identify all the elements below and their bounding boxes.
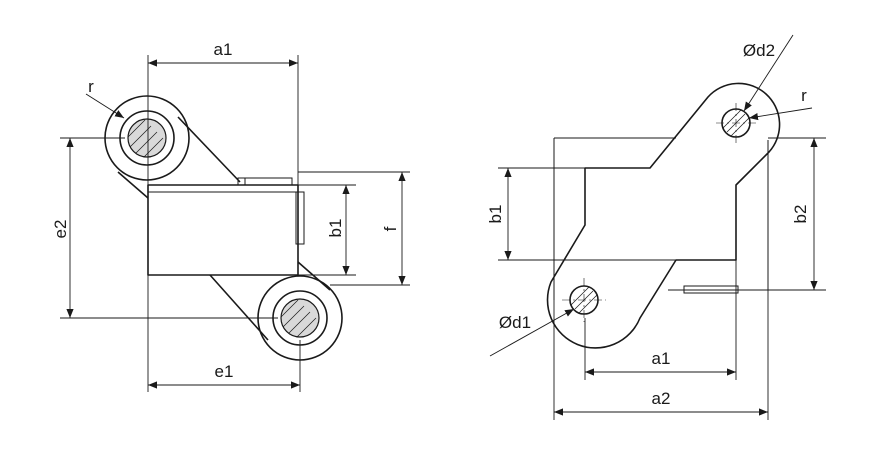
- dimension-e2: e2: [51, 138, 74, 318]
- lower-arm: [209, 261, 343, 361]
- dimension-r-right: r: [748, 86, 813, 121]
- right-view: Ød2 r b1 b2 Ød1 a1 a2: [486, 34, 826, 420]
- dimension-a1-left: a1: [148, 40, 298, 67]
- label-b1: b1: [326, 219, 345, 238]
- dimension-e1: e1: [148, 362, 300, 389]
- label-r: r: [88, 77, 94, 96]
- label-r-right: r: [801, 86, 807, 105]
- housing-block: [147, 177, 305, 276]
- hole-d1: [562, 278, 606, 322]
- link-plate: [546, 82, 781, 349]
- dimension-r-left: r: [85, 77, 125, 119]
- label-a1-right: a1: [652, 349, 671, 368]
- upper-arm: [104, 95, 241, 199]
- label-b1-right: b1: [486, 205, 505, 224]
- dimension-b1-right: b1: [486, 168, 512, 260]
- label-e1: e1: [215, 362, 234, 381]
- label-a2: a2: [652, 389, 671, 408]
- dimension-a2: a2: [554, 389, 768, 416]
- label-d1: Ød1: [499, 313, 531, 332]
- dimension-b2: b2: [791, 138, 818, 290]
- left-view: a1 r e2 b1 f e1: [51, 40, 410, 392]
- right-extension-lines: [498, 137, 826, 420]
- label-f: f: [381, 226, 400, 231]
- dimension-b1-left: b1: [326, 185, 350, 275]
- dimension-f: f: [381, 172, 406, 285]
- label-b2: b2: [791, 205, 810, 224]
- base-bracket: [553, 137, 769, 300]
- left-extension-lines: [60, 55, 410, 392]
- hole-d2: [716, 103, 756, 143]
- label-a1: a1: [214, 40, 233, 59]
- label-d2: Ød2: [743, 41, 775, 60]
- lower-shaft: [280, 298, 320, 338]
- dimension-d2: Ød2: [743, 34, 794, 112]
- label-e2: e2: [51, 220, 70, 239]
- dimension-d1: Ød1: [489, 308, 575, 357]
- dimension-a1-right: a1: [585, 349, 736, 376]
